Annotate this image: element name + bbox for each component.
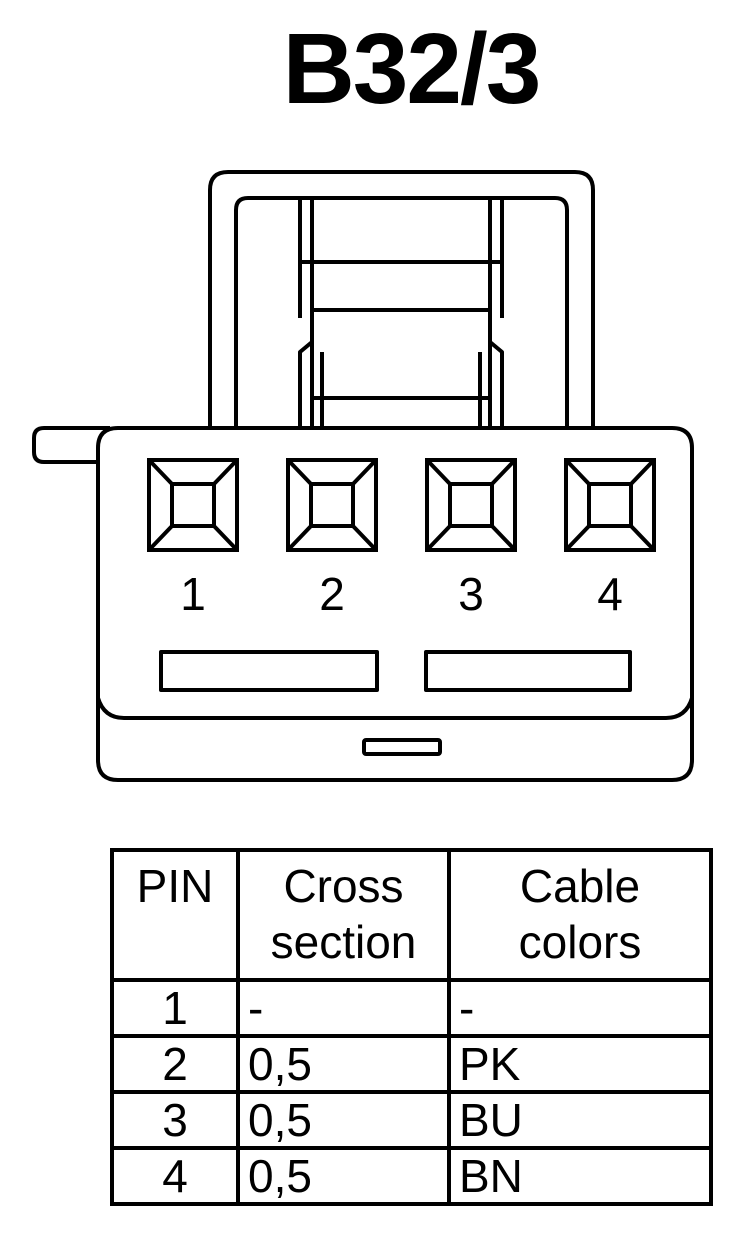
header-cable-colors: Cable colors [447, 848, 713, 982]
pin-label-4: 4 [597, 568, 623, 620]
cell-pin: 4 [110, 1146, 240, 1206]
pin-table: PIN Cross section Cable colors 1 - - 2 0… [110, 848, 713, 1206]
pin-label-1: 1 [180, 568, 206, 620]
header-pin: PIN [110, 848, 240, 982]
latch-outer [208, 170, 595, 428]
pin-cavity-2 [286, 458, 378, 552]
table-row: 3 0,5 BU [110, 1090, 713, 1150]
pin-cavity-4 [564, 458, 656, 552]
cell-cross-section: - [236, 978, 451, 1038]
pin-label-2: 2 [319, 568, 345, 620]
cell-cable-color: BN [447, 1146, 713, 1206]
cell-cross-section: 0,5 [236, 1090, 451, 1150]
housing-shelf [96, 697, 694, 720]
side-tab [32, 426, 110, 464]
housing-body [96, 426, 694, 782]
pin-label-3: 3 [458, 568, 484, 620]
latch-inner [234, 196, 569, 428]
cell-cable-color: BU [447, 1090, 713, 1150]
table-row: 2 0,5 PK [110, 1034, 713, 1094]
key-slot [362, 738, 442, 756]
connector-diagram: 1 2 3 4 [32, 170, 694, 782]
cell-cable-color: - [447, 978, 713, 1038]
cell-pin: 3 [110, 1090, 240, 1150]
table-row: 4 0,5 BN [110, 1146, 713, 1206]
table-row: 1 - - [110, 978, 713, 1038]
cell-pin: 1 [110, 978, 240, 1038]
table-header-row: PIN Cross section Cable colors [110, 848, 713, 982]
pin-cavity-3 [425, 458, 517, 552]
label-window-left [159, 650, 379, 692]
connector-title: B32/3 [282, 13, 542, 125]
label-window-right [424, 650, 632, 692]
cell-cable-color: PK [447, 1034, 713, 1094]
cell-pin: 2 [110, 1034, 240, 1094]
header-cross-section: Cross section [236, 848, 451, 982]
cell-cross-section: 0,5 [236, 1146, 451, 1206]
latch-tongue [312, 308, 504, 428]
pin-cavity-1 [147, 458, 239, 552]
cell-cross-section: 0,5 [236, 1034, 451, 1094]
